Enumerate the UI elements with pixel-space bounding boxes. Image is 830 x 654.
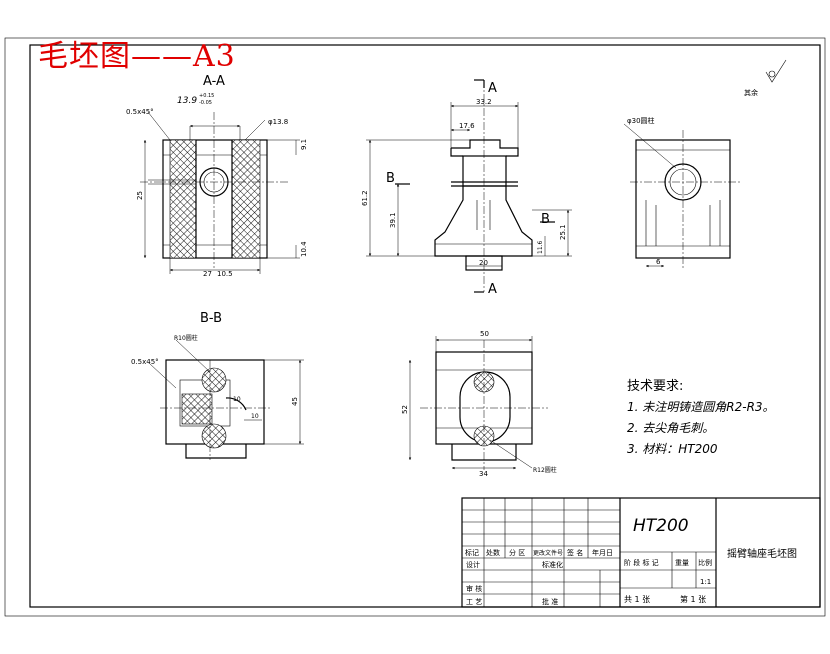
dim-10-5: 10.5 bbox=[217, 270, 233, 278]
dim-tol-main: 13.9 bbox=[177, 96, 197, 106]
dim-r10: R10圆柱 bbox=[174, 334, 198, 342]
tb-row-label-5: 年月日 bbox=[592, 548, 613, 557]
section-bb-label: B-B bbox=[200, 311, 222, 326]
tb-ratio: 比例 bbox=[698, 558, 712, 567]
note-item: 1. 未注明铸造圆角R2-R3。 bbox=[627, 400, 775, 414]
tb-part-name: 摇臂轴座毛坯图 bbox=[727, 547, 797, 560]
dim-10-4: 10.4 bbox=[300, 241, 308, 257]
roughness-note: 其余 bbox=[744, 88, 758, 97]
title-block bbox=[461, 497, 821, 608]
tb-review: 审 核 bbox=[466, 584, 482, 593]
dim-61-2: 61.2 bbox=[361, 190, 369, 206]
tb-row-label-0: 标记 bbox=[465, 548, 479, 557]
side-view bbox=[623, 59, 787, 270]
dim-27: 27 bbox=[203, 270, 212, 278]
tb-sheet-total: 共 1 张 bbox=[624, 595, 650, 604]
section-aa-label: A-A bbox=[203, 74, 225, 89]
dim-10-a: 10 bbox=[233, 396, 241, 403]
dim-r12: R12圆柱 bbox=[533, 466, 557, 474]
dim-tol-lower: -0.05 bbox=[199, 100, 212, 106]
dim-17-6: 17.6 bbox=[459, 122, 475, 130]
dim-chamfer-aa: 0.5x45° bbox=[126, 108, 154, 116]
tb-standard: 标准化 bbox=[542, 560, 563, 569]
dim-11-6: 11.6 bbox=[537, 240, 544, 254]
notes-heading: 技术要求: bbox=[627, 379, 684, 394]
section-b-right-label: B bbox=[541, 212, 550, 227]
section-b-left-label: B bbox=[386, 171, 395, 186]
note-item: 2. 去尖角毛刺。 bbox=[627, 421, 715, 435]
tb-row-label-2: 分 区 bbox=[509, 548, 525, 557]
tb-row-label-4: 签 名 bbox=[567, 548, 583, 557]
tb-process: 工 艺 bbox=[466, 598, 482, 606]
tb-stage-mark: 阶 段 标 记 bbox=[624, 558, 659, 567]
dim-25: 25 bbox=[136, 191, 144, 200]
tb-material: HT200 bbox=[633, 516, 689, 536]
dim-20: 20 bbox=[479, 259, 488, 267]
dim-39-1: 39.1 bbox=[389, 212, 397, 228]
technical-requirements: 技术要求: 1. 未注明铸造圆角R2-R3。 2. 去尖角毛刺。 3. 材料：H… bbox=[627, 376, 775, 460]
dim-52: 52 bbox=[401, 405, 409, 414]
tb-row-label-3: 更改文件号 bbox=[533, 549, 563, 557]
dim-50: 50 bbox=[480, 330, 489, 338]
dim-33-2: 33.2 bbox=[476, 98, 492, 106]
front-view bbox=[366, 79, 572, 293]
tb-weight: 重量 bbox=[675, 559, 689, 567]
tb-sheet-no: 第 1 张 bbox=[680, 594, 706, 604]
dim-6: 6 bbox=[656, 258, 661, 266]
note-item: 3. 材料：HT200 bbox=[627, 442, 718, 456]
tb-row-label-1: 处数 bbox=[486, 548, 500, 557]
tb-approve: 批 准 bbox=[542, 597, 558, 606]
dim-tol-upper: +0.15 bbox=[199, 93, 214, 99]
dim-chamfer-bb: 0.5x45° bbox=[131, 358, 159, 366]
dim-dia-13-8: φ13.8 bbox=[268, 118, 288, 126]
inner-border bbox=[29, 44, 821, 608]
dim-10-b: 10 bbox=[251, 413, 259, 420]
dim-45: 45 bbox=[291, 397, 299, 406]
sheet-title: 毛坯图——A3 bbox=[38, 39, 236, 74]
dim-25-1: 25.1 bbox=[559, 224, 567, 240]
dim-dia-30: φ30圆柱 bbox=[627, 116, 655, 125]
tb-scale: 1:1 bbox=[700, 578, 711, 586]
top-view bbox=[408, 336, 548, 470]
section-bb-view bbox=[149, 339, 304, 460]
section-aa-view bbox=[140, 111, 300, 274]
section-a-bottom-label: A bbox=[488, 282, 497, 297]
section-a-top-label: A bbox=[488, 81, 497, 96]
dim-34: 34 bbox=[479, 470, 488, 478]
dim-9-1: 9.1 bbox=[300, 139, 308, 150]
tb-design: 设计 bbox=[466, 560, 480, 569]
outer-border bbox=[4, 37, 826, 617]
